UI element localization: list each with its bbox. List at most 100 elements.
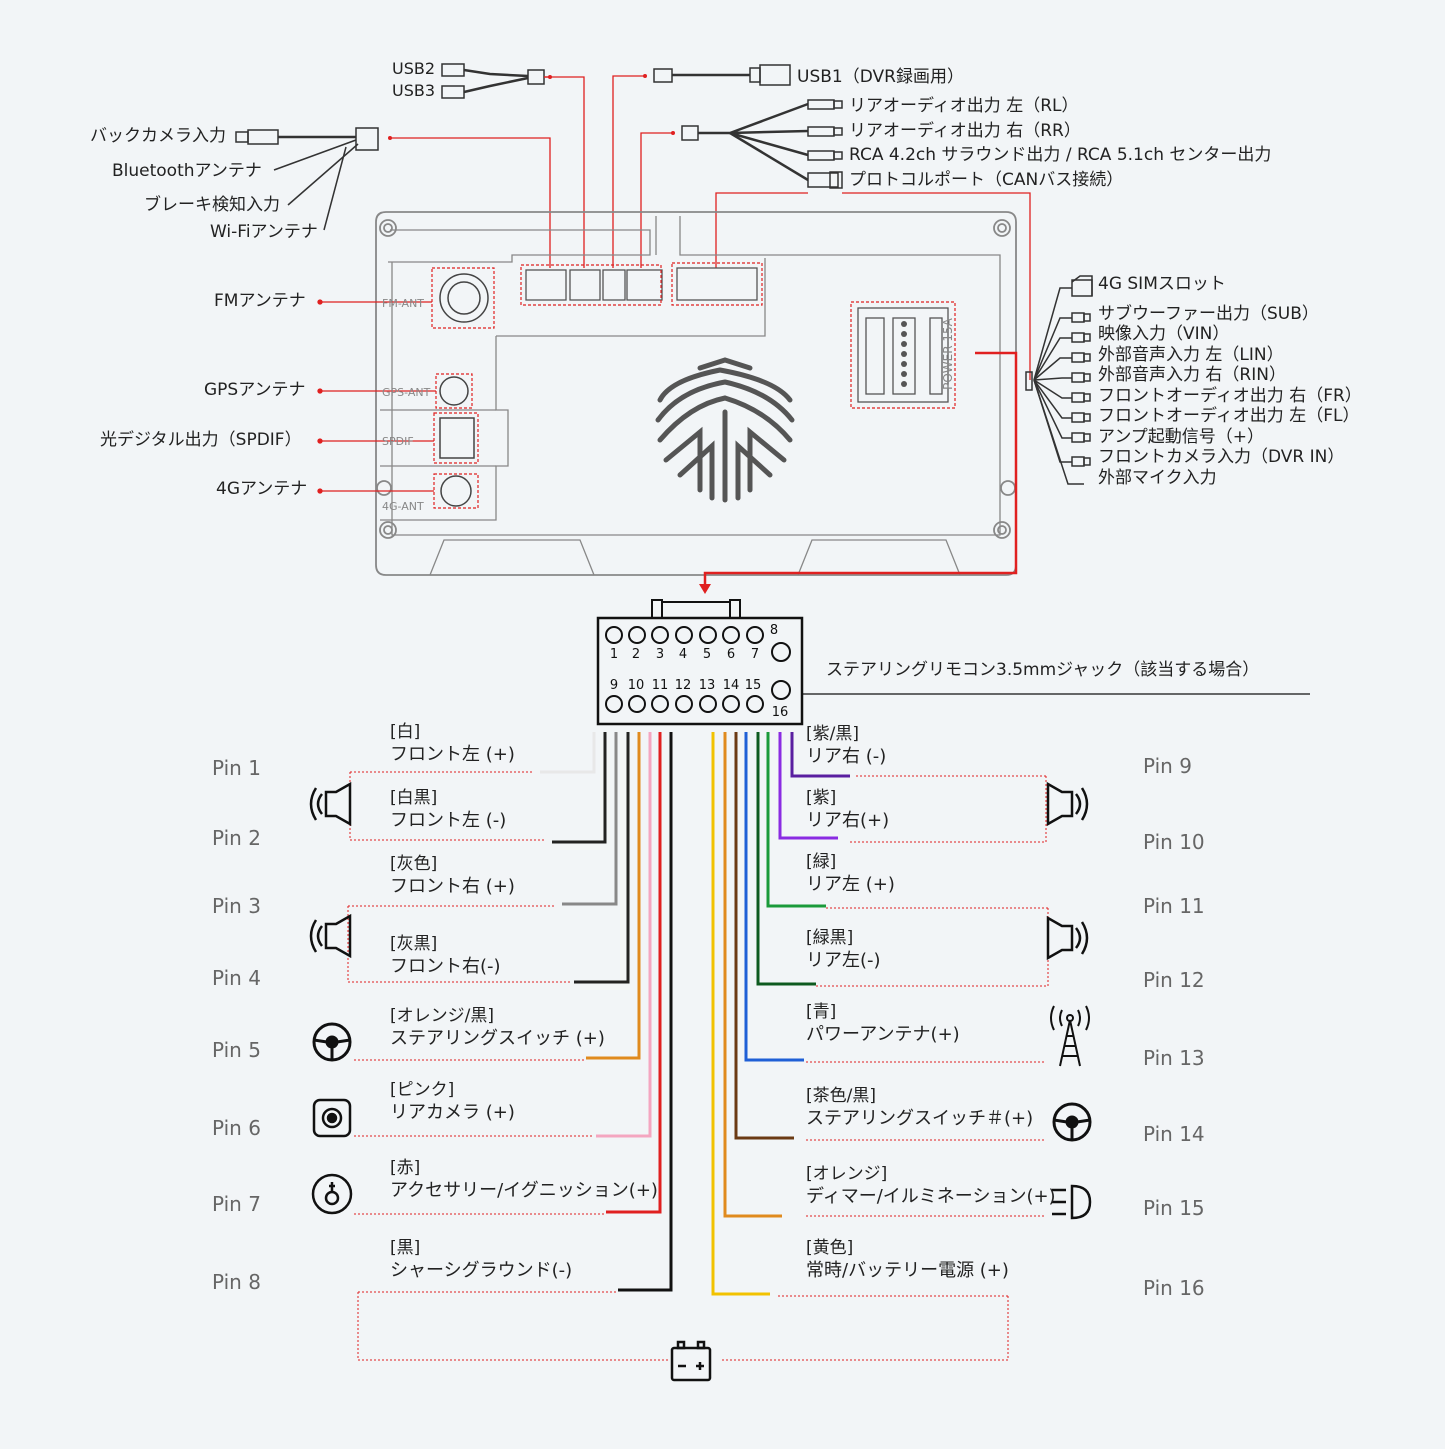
pin-number: 10 xyxy=(627,678,645,693)
wire xyxy=(618,732,673,1292)
pin-number: 11 xyxy=(651,678,669,693)
wire-color-label: [オレンジ/黒] xyxy=(390,1006,494,1026)
steering-jack-label: ステアリングリモコン3.5mmジャック（該当する場合） xyxy=(826,660,1260,680)
connector-pin xyxy=(628,626,646,644)
backcam-label: バックカメラ入力 xyxy=(90,126,226,146)
connector-pin xyxy=(605,695,623,713)
connector-pin xyxy=(605,626,623,644)
connector-pin xyxy=(699,626,717,644)
pin-label: Pin 10 xyxy=(1143,830,1205,854)
connector-pin xyxy=(651,626,669,644)
gps-ant-board-label: GPS-ANT xyxy=(382,386,431,399)
wire-color-label: [黄色] xyxy=(806,1238,854,1258)
wire-function-label: フロント右(-) xyxy=(390,956,501,977)
fan-logo xyxy=(655,357,795,503)
pin-label: Pin 15 xyxy=(1143,1196,1205,1220)
wire-color-label: [青] xyxy=(806,1002,837,1022)
connector-pin xyxy=(746,626,764,644)
pin-number: 1 xyxy=(609,647,619,662)
wire-function-label: フロント左 (+) xyxy=(390,744,515,765)
fm-label: FMアンテナ xyxy=(214,291,306,311)
pin-number: 14 xyxy=(722,678,740,693)
wire-function-label: リアカメラ (+) xyxy=(390,1102,515,1123)
usb1-label: USB1（DVR録画用） xyxy=(797,67,964,87)
wire-function-label: フロント左 (-) xyxy=(390,810,507,831)
connector-pin xyxy=(746,695,764,713)
wire xyxy=(766,732,826,908)
connector-pin xyxy=(651,695,669,713)
pin-label: Pin 11 xyxy=(1143,894,1205,918)
harness-label-5: 外部音声入力 右（RIN） xyxy=(1098,365,1286,385)
wire-color-label: [白] xyxy=(390,722,421,742)
connector-pins xyxy=(605,626,791,713)
usb2-label: USB2 xyxy=(392,59,436,78)
wire xyxy=(596,732,652,1138)
wire-color-label: [緑黒] xyxy=(806,928,854,948)
head-unit-board xyxy=(375,211,1017,576)
pin-number: 9 xyxy=(609,678,619,693)
rca-label: RCA 4.2ch サラウンド出力 / RCA 5.1ch センター出力 xyxy=(849,145,1272,165)
steering-wheel-icon xyxy=(1052,1102,1092,1142)
pin-number: 6 xyxy=(726,647,736,662)
spdif-board-label: SPDIF xyxy=(382,435,414,448)
wire-color-label: [紫] xyxy=(806,788,837,808)
wire-function-label: リア左 (+) xyxy=(806,874,895,895)
wire-color-label: [緑] xyxy=(806,852,837,872)
battery-icon xyxy=(670,1340,712,1382)
brake-label: ブレーキ検知入力 xyxy=(144,195,280,215)
wire-color-label: [オレンジ] xyxy=(806,1164,888,1184)
pin-label: Pin 12 xyxy=(1143,968,1205,992)
antenna-jacks xyxy=(439,273,489,507)
g4-ant-board-label: 4G-ANT xyxy=(382,500,424,513)
rca-harness xyxy=(681,99,843,189)
pin-number: 7 xyxy=(750,647,760,662)
wire xyxy=(778,732,838,840)
wire-function-label: リア左(-) xyxy=(806,950,881,971)
wire xyxy=(540,732,596,774)
wire-function-label: リア右(+) xyxy=(806,810,890,831)
pin-label: Pin 8 xyxy=(212,1270,261,1294)
wire-function-label: ディマー/イルミネーション(+) xyxy=(806,1186,1056,1207)
connector-pin xyxy=(699,695,717,713)
pin-number: 2 xyxy=(631,647,641,662)
wire-color-label: [灰色] xyxy=(390,854,438,874)
usb3-label: USB3 xyxy=(392,81,436,100)
wire-color-label: [白黒] xyxy=(390,788,438,808)
steering-wheel-icon xyxy=(312,1022,352,1062)
gps-label: GPSアンテナ xyxy=(204,380,306,400)
connector-pin xyxy=(628,695,646,713)
pin-number: 12 xyxy=(674,678,692,693)
wire-color-label: [赤] xyxy=(390,1158,421,1178)
harness-label-10: 外部マイク入力 xyxy=(1098,468,1217,488)
wire xyxy=(574,732,630,984)
wire xyxy=(606,732,662,1214)
wire xyxy=(734,732,794,1140)
wire-color-label: [ピンク] xyxy=(390,1080,455,1100)
pin-label: Pin 16 xyxy=(1143,1276,1205,1300)
pin-number: 3 xyxy=(655,647,665,662)
wire-color-label: [灰黒] xyxy=(390,934,438,954)
speaker-icon xyxy=(309,781,352,827)
headlight-icon xyxy=(1052,1184,1092,1220)
wire-function-label: アクセサリー/イグニッション(+) xyxy=(390,1180,658,1201)
speaker-icon xyxy=(1046,915,1089,961)
pin-label: Pin 3 xyxy=(212,894,261,918)
pin-number: 15 xyxy=(744,678,762,693)
connector-pin xyxy=(722,626,740,644)
harness-label-6: フロントオーディオ出力 右（FR） xyxy=(1098,386,1362,406)
iso-connector xyxy=(596,599,804,726)
g4-label: 4Gアンテナ xyxy=(216,479,308,499)
wire xyxy=(756,732,816,986)
spdif-label: 光デジタル出力（SPDIF） xyxy=(100,430,302,450)
pin-number: 16 xyxy=(771,705,789,720)
camera-icon xyxy=(312,1098,352,1138)
ignition-key-icon xyxy=(311,1173,353,1215)
wire xyxy=(723,732,782,1218)
wire-color-label: [茶色/黒] xyxy=(806,1086,876,1106)
harness-label-8: アンプ起動信号（+） xyxy=(1098,427,1265,447)
power-board-label: POWER-15A xyxy=(940,318,955,390)
wire-function-label: ステアリングスイッチ (+) xyxy=(390,1028,605,1049)
pin-label: Pin 6 xyxy=(212,1116,261,1140)
rr-label: リアオーディオ出力 右（RR） xyxy=(849,121,1081,141)
